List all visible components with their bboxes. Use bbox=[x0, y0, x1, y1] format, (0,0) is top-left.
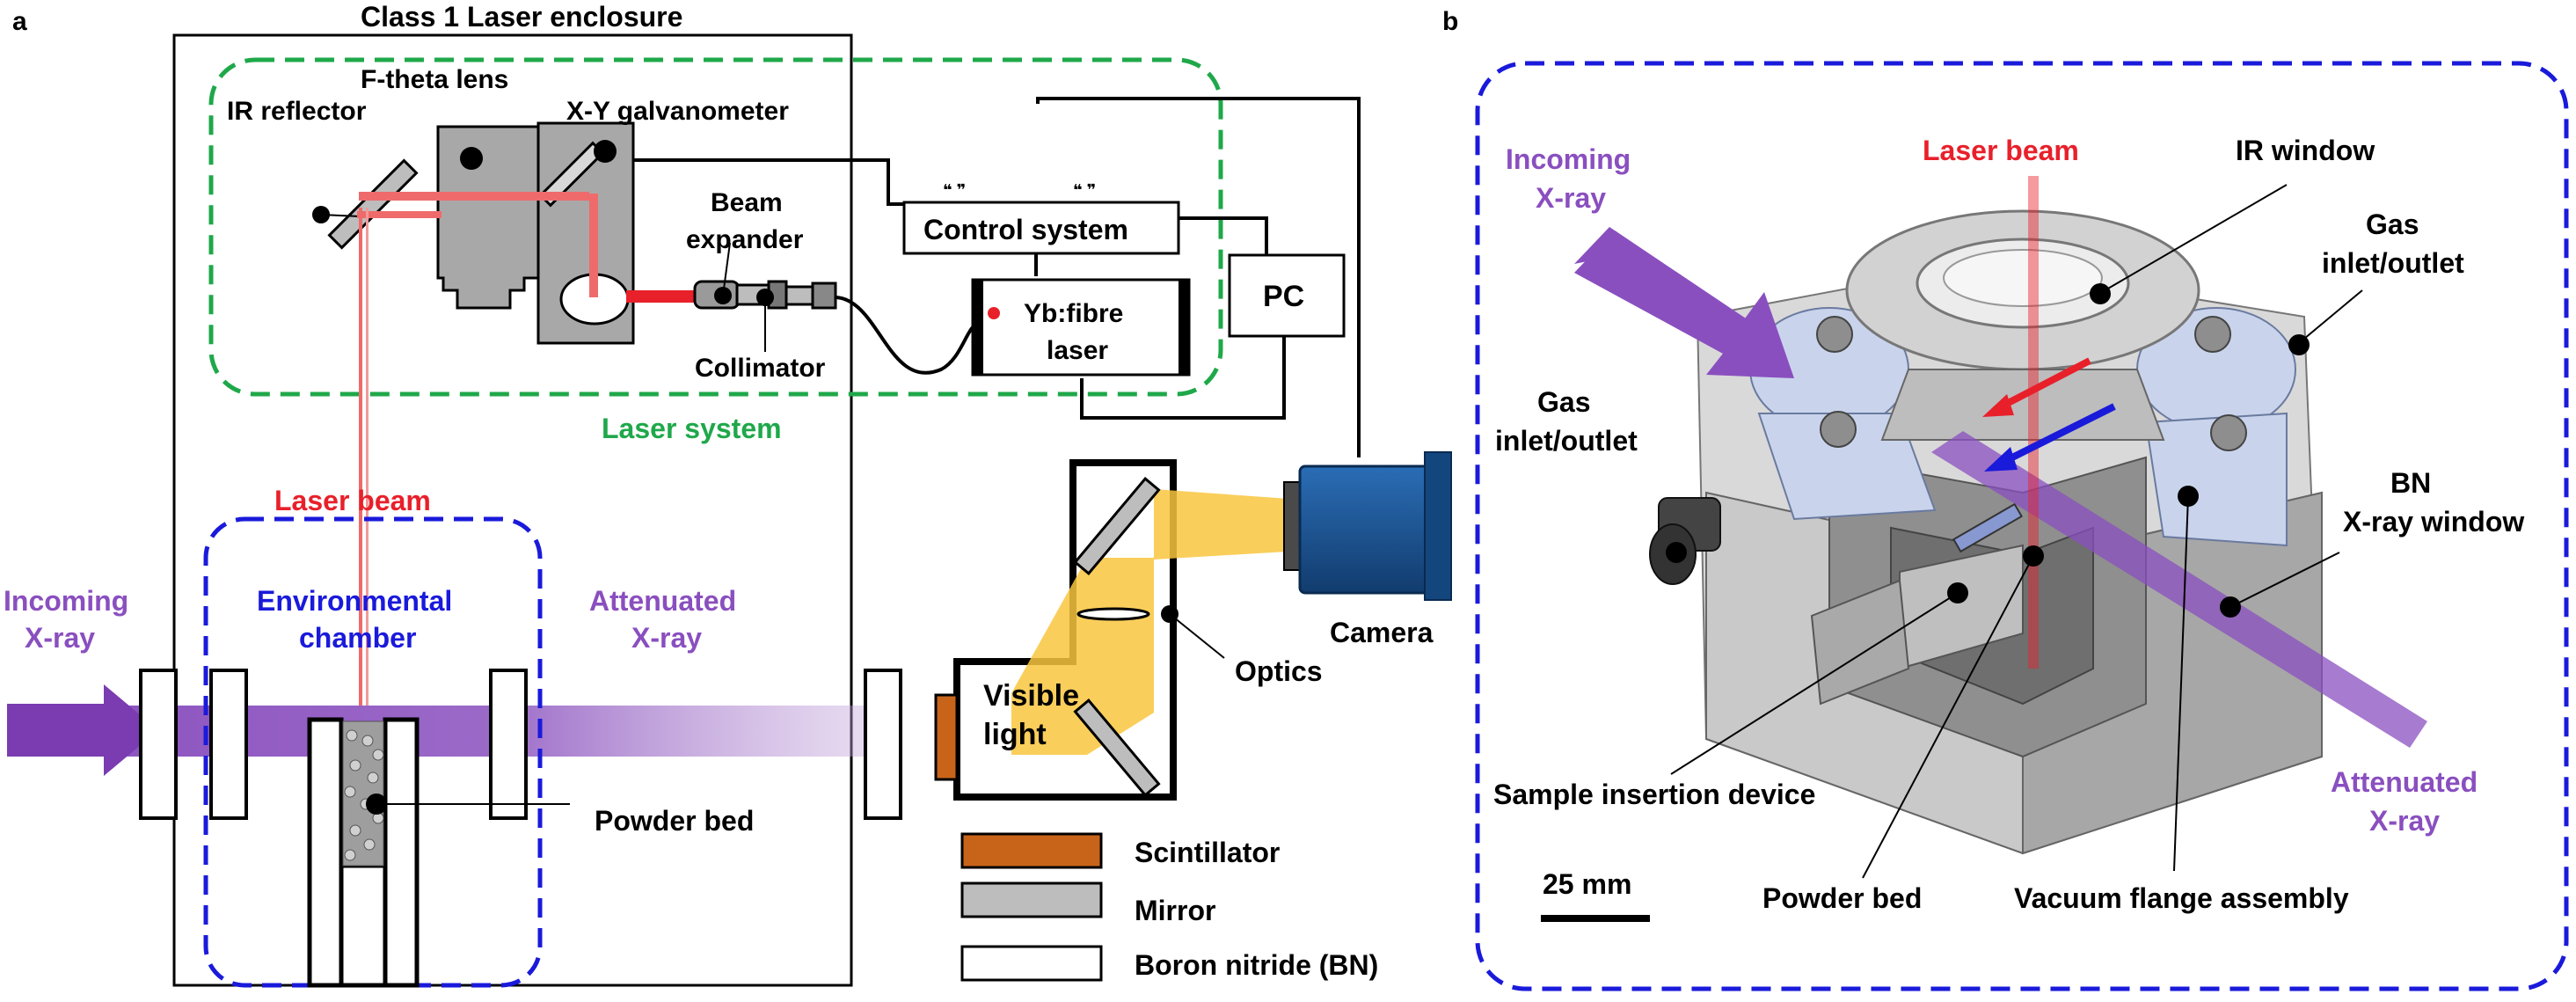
pc-box bbox=[1228, 253, 1346, 338]
environmental-chamber-box bbox=[203, 516, 543, 988]
collimator-label: Collimator bbox=[695, 354, 826, 383]
optics-label: Optics bbox=[1235, 655, 1323, 687]
b-incoming-xray-2: X-ray bbox=[1536, 182, 1606, 214]
beam-expander-label-2: expander bbox=[686, 225, 804, 254]
panel-b-frame bbox=[1475, 61, 2569, 991]
visible-light-label-1: Visible bbox=[983, 679, 1079, 713]
svg-text:❝ ❞: ❝ ❞ bbox=[943, 181, 966, 199]
galvanometer-icon bbox=[536, 121, 635, 345]
b-gas-left-1: Gas bbox=[1537, 386, 1590, 418]
camera-icon bbox=[1283, 451, 1452, 601]
legend-mirror-label: Mirror bbox=[1135, 895, 1215, 926]
galvanometer-label: X-Y galvanometer bbox=[566, 97, 789, 126]
legend-bn-label: Boron nitride (BN) bbox=[1135, 949, 1378, 981]
direction-arrows bbox=[1982, 357, 2116, 472]
b-scale-bar-label: 25 mm bbox=[1543, 868, 1631, 900]
beam-expander-label-1: Beam bbox=[711, 188, 783, 217]
b-attenuated-xray-2: X-ray bbox=[2369, 805, 2440, 837]
enclosure-label: Class 1 Laser enclosure bbox=[361, 1, 682, 33]
fibre-laser-indicator bbox=[988, 307, 1000, 319]
collimator-icon bbox=[784, 282, 837, 310]
fibre-laser-label-1: Yb:fibre bbox=[1024, 299, 1123, 328]
f-theta-lens-label: F-theta lens bbox=[361, 65, 508, 94]
control-system-label: Control system bbox=[923, 214, 1128, 245]
panel-b-letter: b bbox=[1442, 7, 1458, 36]
bn-window-4 bbox=[864, 669, 902, 820]
bn-window-3 bbox=[489, 669, 528, 820]
b-incoming-xray-1: Incoming bbox=[1506, 143, 1631, 175]
incoming-xray-label-2: X-ray bbox=[25, 622, 95, 654]
laser-system-box bbox=[208, 57, 1223, 397]
b-vacuum-flange: Vacuum flange assembly bbox=[2014, 882, 2349, 914]
ir-reflector-icon bbox=[327, 158, 419, 250]
b-bn-window-1: BN bbox=[2390, 467, 2431, 499]
mirror-upper bbox=[1073, 476, 1161, 576]
b-gas-right-1: Gas bbox=[2366, 208, 2419, 240]
b-attenuated-xray-1: Attenuated bbox=[2331, 766, 2477, 798]
attenuated-xray-label-1: Attenuated bbox=[589, 585, 736, 617]
fibre-laser-label-2: laser bbox=[1047, 336, 1108, 365]
b-bn-window-2: X-ray window bbox=[2343, 506, 2524, 538]
pc-label: PC bbox=[1263, 280, 1304, 313]
legend-mirror-swatch bbox=[960, 881, 1103, 918]
chamber-laser-beam bbox=[2028, 176, 2039, 669]
b-powder-bed: Powder bed bbox=[1762, 882, 1922, 914]
laser-beam-label-a: Laser beam bbox=[274, 485, 431, 516]
attenuated-xray-label-2: X-ray bbox=[631, 622, 702, 654]
chamber-xray-beam bbox=[1931, 431, 2427, 748]
visible-light-label-2: light bbox=[983, 718, 1047, 751]
bn-window-1 bbox=[139, 669, 178, 820]
b-scale-bar bbox=[1541, 915, 1650, 922]
b-laser-beam: Laser beam bbox=[1923, 135, 2079, 166]
incoming-xray-arrow bbox=[7, 684, 158, 776]
laser-beam-path bbox=[357, 192, 697, 753]
env-chamber-label-2: chamber bbox=[299, 622, 416, 654]
mirror-lower bbox=[1073, 698, 1161, 798]
scintillator bbox=[934, 693, 959, 781]
powder-bed-holder bbox=[307, 717, 420, 988]
svg-text:❝ ❞: ❝ ❞ bbox=[1073, 181, 1096, 199]
camera-label: Camera bbox=[1330, 617, 1434, 648]
detector-housing bbox=[953, 459, 1302, 801]
b-sample-insertion: Sample insertion device bbox=[1493, 779, 1815, 810]
f-theta-lens-icon bbox=[436, 125, 544, 310]
legend: Scintillator Mirror Boron nitride (BN) bbox=[960, 832, 1378, 982]
incoming-xray-label-1: Incoming bbox=[4, 585, 128, 617]
legend-scintillator-swatch bbox=[960, 832, 1103, 869]
bn-window-2 bbox=[209, 669, 248, 820]
b-gas-left-2: inlet/outlet bbox=[1495, 425, 1638, 457]
powder-bed-label-a: Powder bed bbox=[595, 805, 754, 837]
env-chamber-label-1: Environmental bbox=[257, 585, 452, 617]
chamber-illustration bbox=[1649, 209, 2324, 855]
b-gas-right-2: inlet/outlet bbox=[2322, 247, 2464, 279]
legend-bn-swatch bbox=[960, 945, 1103, 982]
control-system-box bbox=[902, 201, 1180, 255]
optics-lens bbox=[1076, 607, 1150, 621]
b-ir-window: IR window bbox=[2236, 135, 2375, 166]
laser-system-label: Laser system bbox=[602, 413, 782, 444]
ir-reflector-label: IR reflector bbox=[227, 97, 367, 126]
legend-scintillator-label: Scintillator bbox=[1135, 837, 1280, 868]
panel-a-letter: a bbox=[12, 7, 27, 36]
